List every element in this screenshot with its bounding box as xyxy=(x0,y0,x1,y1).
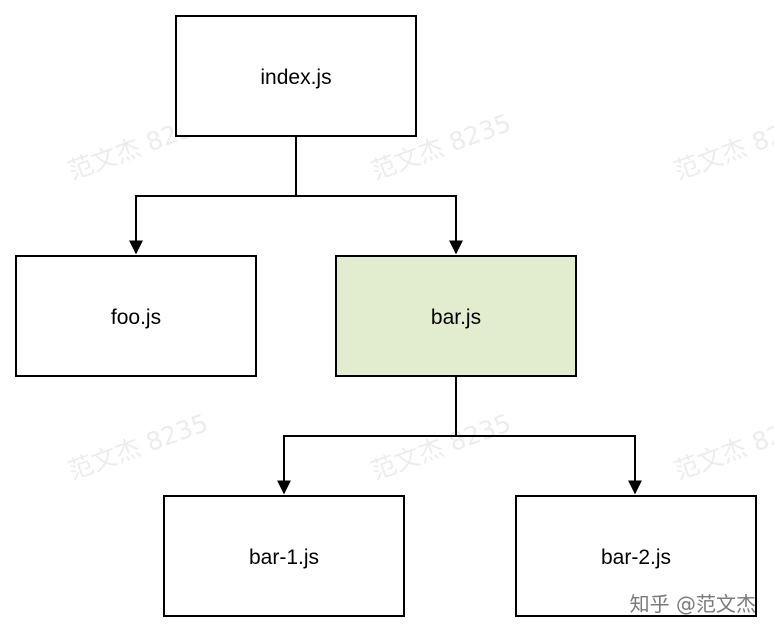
node-index-box xyxy=(175,15,417,137)
node-foo-box xyxy=(15,255,257,377)
node-bar-2-box xyxy=(515,495,757,617)
node-index-label: index.js xyxy=(260,66,331,89)
credit-watermark: 知乎 @范文杰 xyxy=(630,592,756,616)
node-bar-box xyxy=(335,255,577,377)
node-foo-label: foo.js xyxy=(111,306,161,329)
node-bar-label: bar.js xyxy=(431,306,481,329)
node-foo: foo.js xyxy=(15,255,257,377)
watermark-text: 范文杰 8235 xyxy=(670,108,774,185)
node-index: index.js xyxy=(175,15,417,137)
watermark-text: 范文杰 8235 xyxy=(367,408,515,485)
watermark-text: 范文杰 8235 xyxy=(670,408,774,485)
watermark-text: 范文杰 8235 xyxy=(64,408,212,485)
node-bar-2-label: bar-2.js xyxy=(601,546,671,569)
node-bar-1-label: bar-1.js xyxy=(249,546,319,569)
edge-bar-to-bar2 xyxy=(455,376,642,495)
node-bar-1-box xyxy=(163,495,405,617)
edge-index-to-bar xyxy=(295,136,463,255)
node-bar-2: bar-2.js xyxy=(515,495,757,617)
edges xyxy=(129,136,642,495)
node-bar: bar.js xyxy=(335,255,577,377)
node-bar-1: bar-1.js xyxy=(163,495,405,617)
